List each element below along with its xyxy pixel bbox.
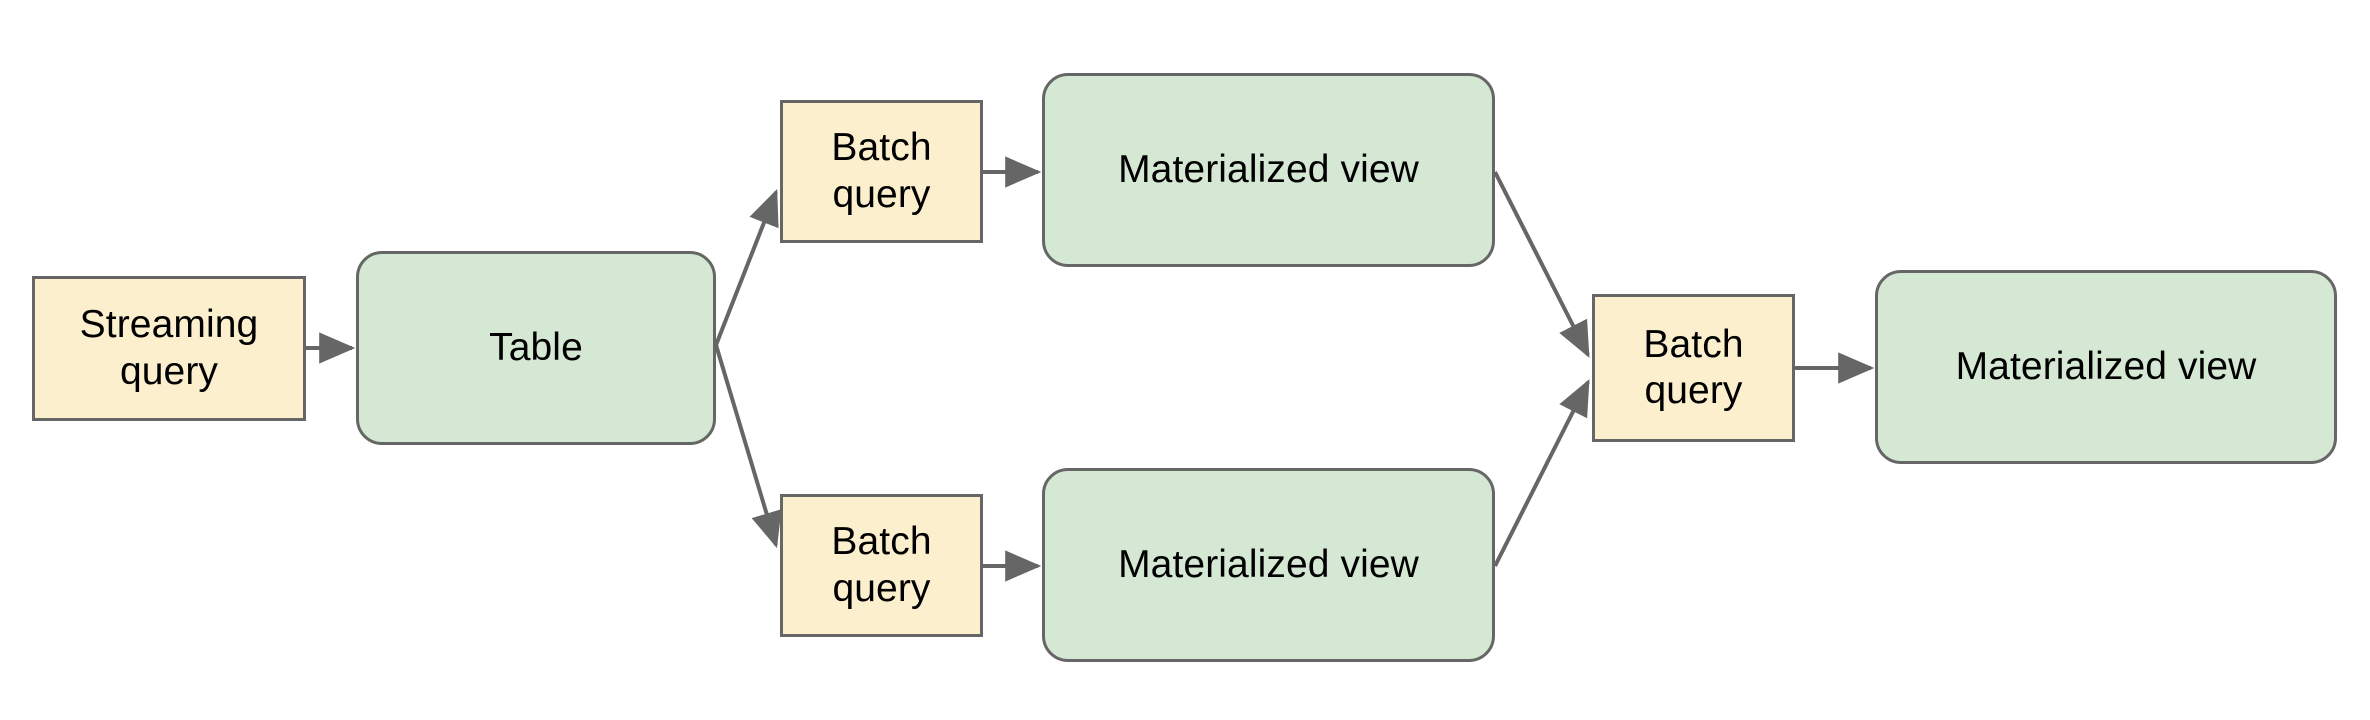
- node-materialized-view-top-label: Materialized view: [1118, 147, 1419, 191]
- node-materialized-view-top[interactable]: Materialized view: [1042, 73, 1495, 267]
- edge-table-to-batch-query-bottom: [714, 344, 782, 549]
- node-batch-query-bottom-label: Batch query: [831, 520, 932, 610]
- node-table[interactable]: Table: [356, 251, 716, 445]
- node-materialized-view-bottom-label: Materialized view: [1118, 542, 1419, 586]
- node-materialized-view-bottom[interactable]: Materialized view: [1042, 468, 1495, 662]
- node-table-label: Table: [489, 325, 583, 369]
- node-materialized-view-right[interactable]: Materialized view: [1875, 270, 2337, 464]
- node-batch-query-join[interactable]: Batch query: [1592, 294, 1795, 442]
- node-materialized-view-right-label: Materialized view: [1955, 344, 2257, 388]
- node-batch-query-bottom[interactable]: Batch query: [780, 494, 983, 637]
- node-streaming-query-label: Streaming query: [79, 303, 259, 393]
- node-batch-query-top-label: Batch query: [831, 126, 932, 216]
- node-batch-query-top[interactable]: Batch query: [780, 100, 983, 243]
- node-batch-query-join-label: Batch query: [1643, 322, 1744, 412]
- edge-materialized-view-top-to-batch-query-join: [1493, 171, 1590, 358]
- node-streaming-query[interactable]: Streaming query: [32, 276, 306, 421]
- edge-materialized-view-bottom-to-batch-query-join: [1493, 379, 1590, 567]
- edge-table-to-batch-query-top: [714, 189, 779, 346]
